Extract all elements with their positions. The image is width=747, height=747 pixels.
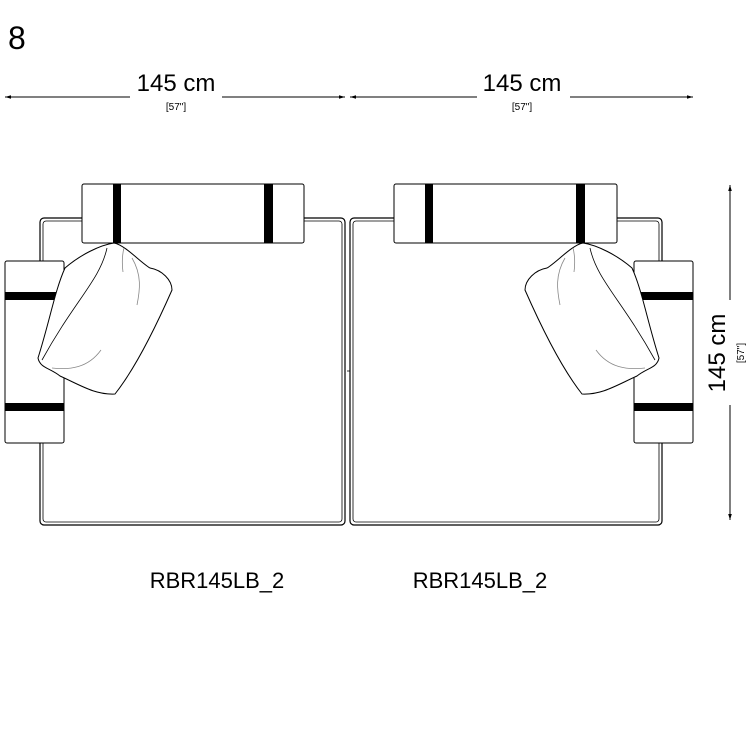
throw-pillow: [37, 242, 173, 395]
sofa-module-left: [4, 183, 346, 526]
depth-metric: 145 cm: [704, 314, 731, 393]
width-dimension-left: 145 cm [57"]: [5, 70, 345, 113]
width-right-metric: 145 cm: [483, 70, 562, 97]
back-bolster: [81, 183, 305, 244]
depth-imperial: [57"]: [736, 343, 747, 363]
throw-pillow: [524, 242, 660, 395]
module-label-right: RBR145LB_2: [413, 568, 548, 593]
depth-dimension: 145 cm [57"]: [704, 185, 747, 520]
back-bolster: [393, 183, 618, 244]
width-left-imperial: [57"]: [166, 102, 186, 113]
figure-number: 8: [8, 20, 26, 56]
sofa-module-right: [349, 183, 694, 526]
side-bolster: [633, 260, 694, 444]
width-dimension-right: 145 cm [57"]: [350, 70, 693, 113]
module-label-left: RBR145LB_2: [150, 568, 285, 593]
width-left-metric: 145 cm: [137, 70, 216, 97]
width-right-imperial: [57"]: [512, 102, 532, 113]
